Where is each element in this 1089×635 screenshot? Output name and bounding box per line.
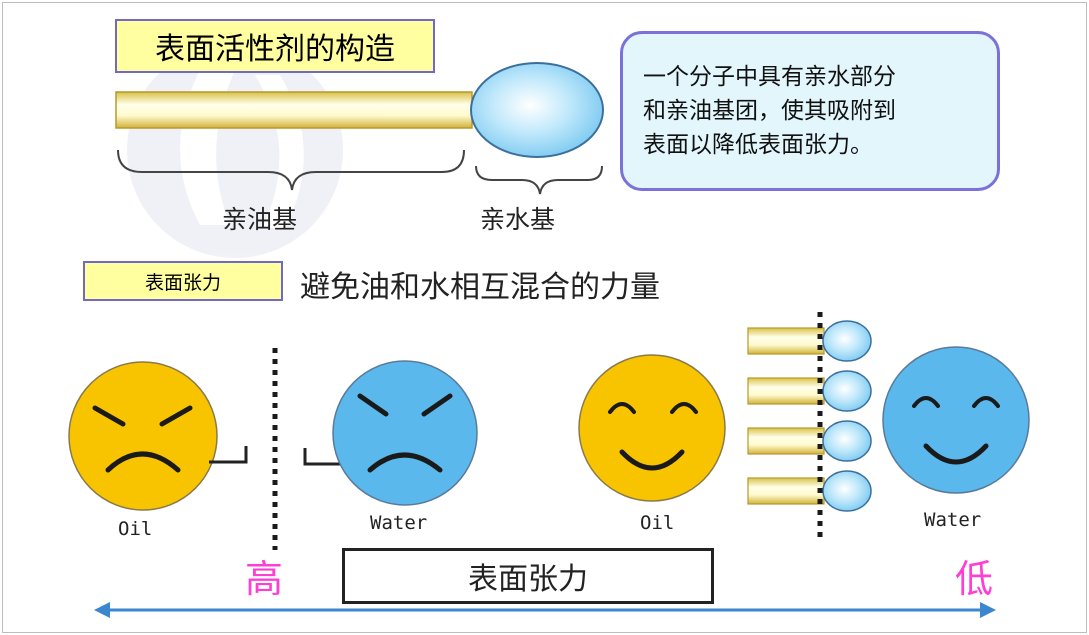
description-line: 和亲油基团，使其吸附到 — [643, 98, 896, 124]
oil-face-angry — [68, 361, 218, 511]
hydrophilic-brace — [475, 165, 603, 195]
high-label: 高 — [245, 557, 284, 601]
tension-bar-box: 表面张力 — [342, 548, 714, 604]
oil-face-happy — [578, 354, 726, 502]
description-box: 一个分子中具有亲水部分 和亲油基团，使其吸附到 表面以降低表面张力。 — [620, 31, 1000, 191]
water-face-happy — [882, 346, 1030, 494]
oil-label: Oil — [118, 518, 153, 540]
surfactant-row — [747, 320, 872, 512]
water-label: Water — [924, 509, 982, 531]
tension-label: 表面张力 — [83, 261, 283, 301]
water-arm — [303, 448, 340, 466]
tension-description: 避免油和水相互混合的力量 — [300, 270, 660, 305]
water-label: Water — [370, 512, 428, 534]
hydrophilic-label: 亲水基 — [480, 205, 556, 234]
description-line: 一个分子中具有亲水部分 — [643, 64, 896, 90]
tension-scale-arrow — [94, 602, 996, 618]
water-face-angry — [332, 360, 478, 506]
low-label: 低 — [955, 557, 994, 601]
lipophilic-label: 亲油基 — [222, 205, 298, 234]
hydrophilic-head — [470, 62, 604, 158]
structure-title: 表面活性剂的构造 — [115, 19, 435, 73]
oil-label: Oil — [640, 512, 675, 534]
description-line: 表面以降低表面张力。 — [643, 132, 873, 158]
lipophilic-brace — [117, 149, 465, 191]
lipophilic-tail — [115, 91, 473, 129]
oil-arm — [209, 446, 248, 464]
